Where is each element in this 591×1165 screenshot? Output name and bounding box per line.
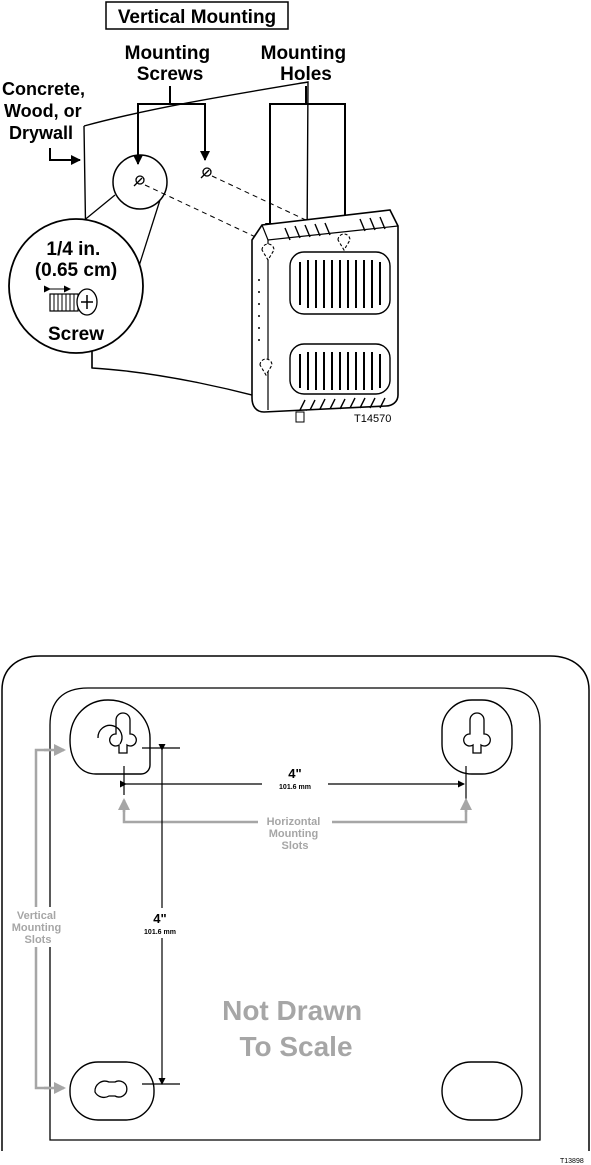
slot-bottom-right bbox=[442, 1062, 522, 1120]
bottom-figure-id: T13898 bbox=[560, 1158, 584, 1165]
screw-caption: Screw bbox=[48, 324, 104, 345]
scale-note: Not Drawn To Scale bbox=[222, 995, 370, 1062]
slot-top-left bbox=[70, 700, 150, 774]
vertical-dim-text: 4" bbox=[153, 911, 166, 926]
holes-label: Mounting Holes bbox=[261, 43, 352, 85]
horizontal-dim-text: 4" bbox=[288, 766, 301, 781]
slot-template-illustration: 4" 101.6 mm Horizontal Mounting Slots 4"… bbox=[2, 656, 589, 1165]
screws-label: Mounting Screws bbox=[125, 43, 216, 85]
horizontal-dim-mm: 101.6 mm bbox=[279, 784, 311, 791]
screw-on-wall-right bbox=[201, 168, 211, 178]
slot-bottom-left bbox=[70, 1062, 154, 1120]
device-illustration bbox=[252, 210, 398, 422]
vertical-dim-mm: 101.6 mm bbox=[144, 929, 176, 936]
screws-bracket bbox=[138, 104, 205, 162]
surface-label: Concrete, Wood, or Drywall bbox=[2, 79, 90, 143]
screw-size-text: 1/4 in. (0.65 cm) bbox=[35, 239, 117, 281]
surface-arrow bbox=[50, 148, 80, 160]
vertical-mounting-illustration: Vertical Mounting Mounting Screws Mounti… bbox=[2, 2, 398, 425]
top-figure-id: T14570 bbox=[354, 413, 391, 425]
slot-top-right bbox=[442, 700, 512, 774]
title-text: Vertical Mounting bbox=[118, 7, 276, 28]
screw-on-wall-left bbox=[134, 176, 144, 186]
